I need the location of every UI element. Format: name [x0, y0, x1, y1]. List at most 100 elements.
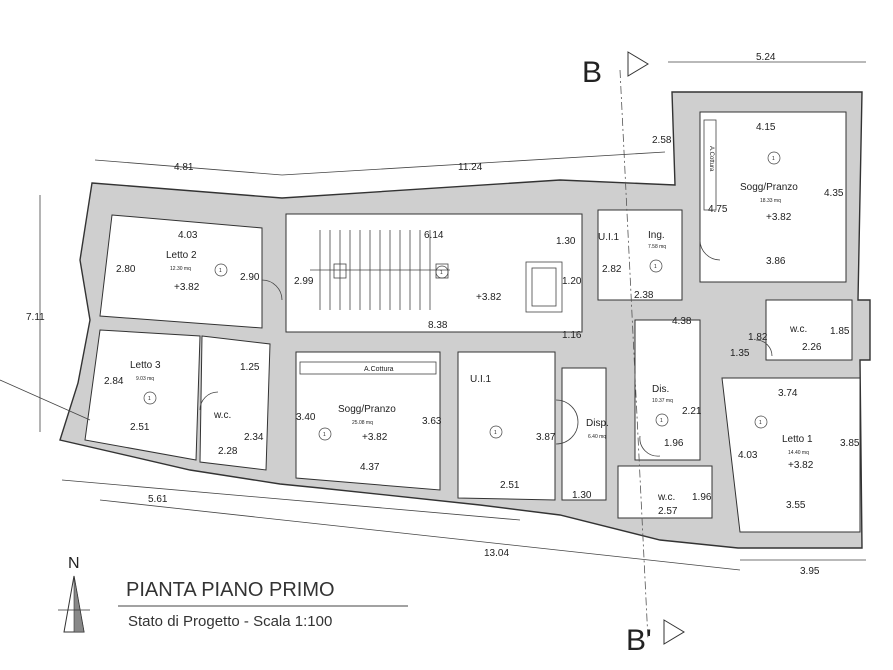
room-marker-letto1 [754, 415, 768, 429]
dim-228: 2.28 [218, 446, 238, 457]
dim-196a: 1.96 [664, 438, 684, 449]
room-area-letto2: 12.30 mq [170, 266, 191, 272]
lift-shaft [525, 261, 563, 313]
room-elev-sogg-right: +3.82 [766, 212, 792, 223]
room-area-sogg-right: 18.33 mq [760, 198, 781, 204]
room-label-letto3: Letto 3 [130, 360, 161, 371]
section-label-bottom: B' [626, 624, 652, 657]
dim-182: 1.82 [748, 332, 768, 343]
dim-561: 5.61 [148, 494, 168, 505]
room-letto1 [721, 377, 861, 533]
room-label-ing: Ing. [648, 230, 665, 241]
room-sogg-center [295, 351, 441, 491]
room-label-sogg-center: Sogg/Pranzo [338, 404, 396, 415]
room-area-letto3: 9.03 mq [136, 376, 154, 382]
room-num-dis: 1 [660, 418, 663, 424]
room-marker-sogg-center [318, 427, 332, 441]
north-arrow: N [58, 555, 90, 633]
dim-251a: 2.51 [130, 422, 150, 433]
dim-1124: 11.24 [458, 162, 483, 173]
dim-238: 2.38 [634, 290, 654, 301]
room-ui1-center [457, 351, 556, 501]
room-label-wc-right-bottom: w.c. [657, 492, 675, 503]
dim-481: 4.81 [174, 162, 194, 173]
room-label-disp: Disp. [586, 418, 609, 429]
section-arrow-top [627, 51, 649, 77]
dim-116: 1.16 [562, 330, 582, 341]
dim-374: 3.74 [778, 388, 798, 399]
dim-257: 2.57 [658, 506, 678, 517]
room-area-ing: 7.58 mq [648, 244, 666, 250]
room-area-disp: 6.40 mq [588, 434, 606, 440]
dim-120: 1.20 [562, 276, 582, 287]
dim-282: 2.82 [602, 264, 622, 275]
room-area-letto1: 14.40 mq [788, 450, 809, 456]
dim-363: 3.63 [422, 416, 442, 427]
dim-196b: 1.96 [692, 492, 712, 503]
room-elev-letto2: +3.82 [174, 282, 200, 293]
dim-415: 4.15 [756, 122, 776, 133]
room-label-sogg-right: Sogg/Pranzo [740, 182, 798, 193]
dim-711: 7.11 [26, 312, 45, 323]
dim-234: 2.34 [244, 432, 264, 443]
dim-524: 5.24 [756, 52, 776, 63]
room-wc-left [199, 335, 271, 471]
dim-403a: 4.03 [178, 230, 198, 241]
room-wc-right-top [765, 299, 853, 361]
dim-614: 6.14 [424, 230, 444, 241]
dim-386: 3.86 [766, 256, 786, 267]
room-letto2 [99, 214, 263, 329]
north-label: N [68, 555, 80, 572]
dim-299: 2.99 [294, 276, 314, 287]
dim-185: 1.85 [830, 326, 850, 337]
dim-130b: 1.30 [572, 490, 592, 501]
dim-838: 8.38 [428, 320, 448, 331]
room-area-dis: 10.37 mq [652, 398, 673, 404]
dim-387: 3.87 [536, 432, 556, 443]
room-num-ing: 1 [654, 264, 657, 270]
room-num-sogg-right: 1 [772, 156, 775, 162]
section-arrow-bottom [663, 619, 685, 645]
room-marker-sogg-right [767, 151, 781, 165]
dim-340: 3.40 [296, 412, 316, 423]
plan-title: PIANTA PIANO PRIMO [126, 579, 335, 601]
section-line [619, 69, 649, 641]
room-elev-letto1: +3.82 [788, 460, 814, 471]
section-label-top: B [582, 56, 602, 89]
dim-395: 3.95 [800, 566, 820, 577]
kitchen-counter-center [299, 361, 437, 375]
room-dis [634, 319, 701, 461]
kitchen-label-center: A.Cottura [364, 366, 394, 373]
room-marker-dis [655, 413, 669, 427]
room-marker-ing [649, 259, 663, 273]
room-num-stair: 1 [440, 270, 443, 276]
room-label-letto2: Letto 2 [166, 250, 197, 261]
dim-403b: 4.03 [738, 450, 758, 461]
room-wc-right-bottom [617, 465, 713, 519]
dim-437: 4.37 [360, 462, 380, 473]
room-label-wc-left: w.c. [213, 410, 231, 421]
room-marker-letto2 [214, 263, 228, 277]
room-num-letto1: 1 [759, 420, 762, 426]
room-label-wc-right-top: w.c. [789, 324, 807, 335]
room-marker-letto3 [143, 391, 157, 405]
dim-130a: 1.30 [556, 236, 576, 247]
room-label-letto1: Letto 1 [782, 434, 813, 445]
dim-125: 1.25 [240, 362, 260, 373]
plan-subtitle: Stato di Progetto - Scala 1:100 [128, 613, 332, 630]
dimension-lines [0, 61, 866, 571]
room-num-ui1-center: 1 [494, 430, 497, 436]
room-sogg-right [699, 111, 847, 283]
room-marker-ui1-center [489, 425, 503, 439]
dim-385: 3.85 [840, 438, 860, 449]
room-label-dis: Dis. [652, 384, 669, 395]
room-elev-stair: +3.82 [476, 292, 502, 303]
dim-355: 3.55 [786, 500, 806, 511]
kitchen-label-right: A.Cottura [708, 146, 714, 172]
room-elev-sogg-center: +3.82 [362, 432, 388, 443]
room-num-sogg-center: 1 [323, 432, 326, 438]
room-disp [561, 367, 607, 501]
room-letto3 [84, 329, 201, 461]
room-ing [597, 209, 683, 301]
